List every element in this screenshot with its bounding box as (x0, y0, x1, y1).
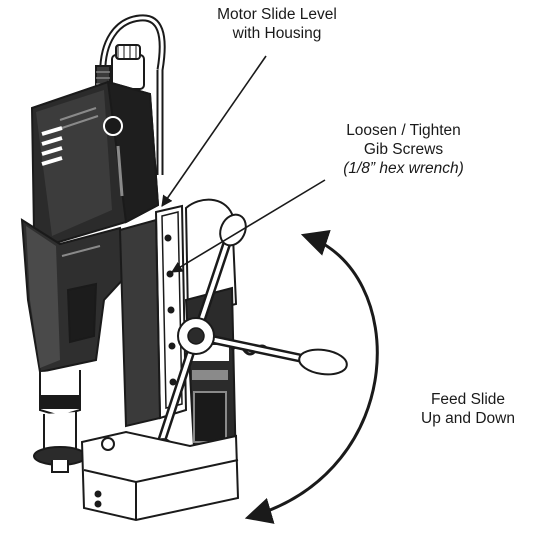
callout-line: Up and Down (421, 410, 515, 427)
callout-motor-slide-level: Motor Slide Level with Housing (192, 5, 362, 43)
callout-line: Loosen / Tighten (346, 122, 461, 139)
coolant-hose (99, 14, 166, 175)
motor-housing (30, 80, 160, 246)
magnetic-base (80, 430, 240, 522)
callout-line: Gib Screws (363, 141, 444, 158)
leader-arrow-motor-slide (161, 55, 267, 207)
spindle (33, 370, 87, 473)
callout-line: Feed Slide (430, 391, 506, 408)
callout-line: with Housing (232, 25, 322, 42)
column-slide (118, 204, 188, 428)
leader-arrow-gib-screws (171, 179, 326, 273)
callout-tool-note: (1/8” hex wrench) (343, 160, 464, 177)
callout-gib-screws: Loosen / Tighten Gib Screws (1/8” hex wr… (316, 121, 491, 178)
gear-housing (20, 218, 128, 374)
feed-slide-arrow-icon (244, 230, 379, 524)
callout-feed-slide: Feed Slide Up and Down (405, 390, 531, 428)
callout-line: Motor Slide Level (217, 6, 337, 23)
